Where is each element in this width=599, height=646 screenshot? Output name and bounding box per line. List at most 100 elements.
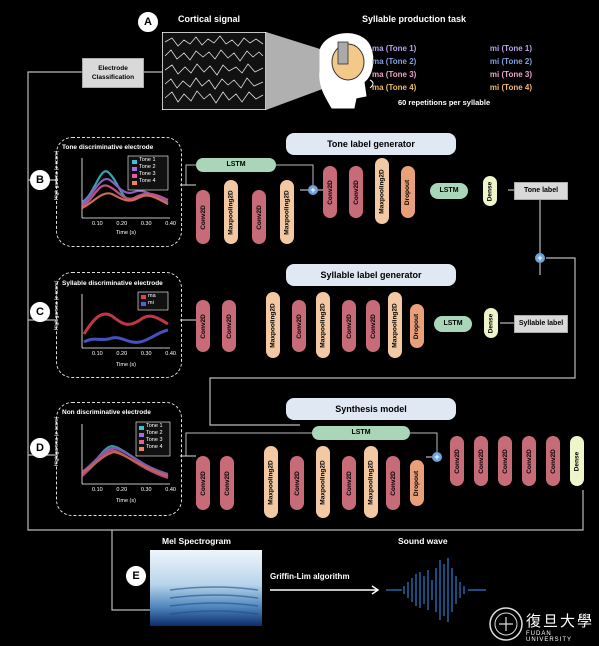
syl-conv-4: Conv2D (342, 300, 356, 352)
panel-c-label: C (30, 302, 50, 322)
legend-item: Tone 3 (139, 171, 156, 177)
university-logo-text: 復旦大學 (526, 612, 595, 630)
synth-dense: Dense (570, 436, 584, 486)
syl-conv-2: Conv2D (222, 300, 236, 352)
non-discriminative-box (56, 402, 182, 516)
tone-dropout: Dropout (401, 166, 415, 218)
labels-add-node: + (535, 253, 545, 263)
cortical-signal-image (162, 32, 266, 110)
synth-conv-9: Conv2D (522, 436, 536, 486)
syllable-left: ma (Tone 3) (372, 70, 417, 79)
griffin-lim-label: Griffin-Lim algorithm (270, 572, 350, 581)
syllable-right: mi (Tone 1) (489, 44, 532, 53)
syllable-right: mi (Tone 3) (489, 70, 532, 79)
non-disc-plot (81, 421, 171, 485)
tone-add-node: + (308, 185, 318, 195)
x-tick: 0.40 (165, 221, 176, 227)
electrode-classification-box: Electrode Classification (82, 58, 144, 88)
tone-pool-3: Maxpooling2D (375, 158, 389, 224)
syllable-left: ma (Tone 1) (372, 44, 417, 53)
sound-wave-image (386, 558, 486, 622)
synth-pool-3: Maxpooling2D (364, 446, 378, 518)
tone-conv-1: Conv2D (196, 190, 210, 244)
syllable-legend: ma mi (148, 293, 156, 307)
x-tick: 0.30 (140, 487, 152, 493)
synth-conv-10: Conv2D (546, 436, 560, 486)
mel-spectrogram-image (150, 550, 262, 626)
x-tick: 0.30 (140, 351, 152, 357)
legend-item: Tone 2 (146, 430, 163, 436)
synthesis-model-title: Synthesis model (286, 398, 456, 420)
syl-pool-3: Maxpooling2D (388, 292, 402, 358)
tone-legend: Tone 1 Tone 2 Tone 3 Tone 4 (139, 157, 156, 185)
tone-ylabel: High gamma (z-score) (54, 150, 60, 200)
syllable-xticks: 0.10 0.20 0.30 0.40 (92, 351, 176, 357)
synth-lstm-bypass: LSTM (312, 426, 410, 440)
tone-conv-3: Conv2D (323, 166, 337, 218)
synth-conv-6: Conv2D (450, 436, 464, 486)
synth-add-node: + (432, 452, 442, 462)
synth-conv-1: Conv2D (196, 456, 210, 510)
syllable-right: mi (Tone 2) (489, 57, 532, 66)
panel-e-label: E (126, 566, 146, 586)
syllable-xlabel: Time (s) (116, 362, 136, 368)
non-disc-legend: Tone 1 Tone 2 Tone 3 Tone 4 (146, 423, 163, 451)
tone-xlabel: Time (s) (116, 230, 136, 236)
tone-lstm: LSTM (430, 183, 468, 199)
legend-item: mi (148, 300, 154, 306)
tone-label-output: Tone label (514, 182, 568, 200)
syllable-generator-title: Syllable label generator (286, 264, 456, 286)
synth-conv-3: Conv2D (290, 456, 304, 510)
syl-lstm: LSTM (434, 316, 472, 332)
university-logo-sub: FUDAN UNIVERSITY (526, 631, 573, 643)
syl-conv-5: Conv2D (366, 300, 380, 352)
syl-dropout: Dropout (410, 304, 424, 348)
syllable-row: ma (Tone 3) mi (Tone 3) (372, 70, 532, 83)
syllable-row: ma (Tone 4) mi (Tone 4) (372, 83, 532, 96)
syl-dense: Dense (484, 308, 498, 338)
synth-conv-4: Conv2D (342, 456, 356, 510)
x-tick: 0.20 (116, 487, 128, 493)
syl-pool-1: Maxpooling2D (266, 292, 280, 358)
x-tick: 0.40 (165, 351, 176, 357)
panel-b-label: B (30, 170, 50, 190)
repetitions-text: 60 repetitions per syllable (398, 98, 491, 107)
legend-item: Tone 1 (146, 423, 163, 429)
cortical-signal-title: Cortical signal (178, 14, 241, 24)
tone-generator-title: Tone label generator (286, 133, 456, 155)
tone-electrode-box (56, 137, 182, 247)
synth-conv-2: Conv2D (220, 456, 234, 510)
non-disc-ylabel: High gamma (z-score) (54, 416, 60, 466)
syllable-row: ma (Tone 1) mi (Tone 1) (372, 44, 532, 57)
tone-pool-2: Maxpooling2D (280, 180, 294, 244)
tone-lstm-bypass: LSTM (196, 158, 276, 172)
x-tick: 0.30 (140, 221, 152, 227)
non-disc-xlabel: Time (s) (116, 498, 136, 504)
legend-item: Tone 4 (139, 178, 156, 184)
synth-conv-8: Conv2D (498, 436, 512, 486)
syl-conv-3: Conv2D (292, 300, 306, 352)
syllable-left: ma (Tone 4) (372, 83, 417, 92)
university-seal-icon (489, 607, 523, 641)
synth-conv-7: Conv2D (474, 436, 488, 486)
syllable-right: mi (Tone 4) (489, 83, 532, 92)
syllable-left: ma (Tone 2) (372, 57, 417, 66)
tone-conv-4: Conv2D (349, 166, 363, 218)
tone-dense: Dense (483, 176, 497, 206)
synth-conv-5: Conv2D (386, 456, 400, 510)
tone-plot-title: Tone discriminative electrode (62, 144, 154, 151)
x-tick: 0.20 (116, 221, 128, 227)
sound-wave-title: Sound wave (398, 536, 448, 546)
x-tick: 0.10 (92, 221, 103, 227)
syllable-label-output: Syllable label (514, 315, 568, 333)
legend-item: Tone 2 (139, 164, 156, 170)
spectrogram-title: Mel Spectrogram (162, 536, 231, 546)
syllable-plot-title: Syllable discriminative electrode (62, 280, 163, 287)
x-tick: 0.40 (165, 487, 176, 493)
tone-plot (81, 155, 170, 219)
syl-pool-2: Maxpooling2D (316, 292, 330, 358)
tone-conv-2: Conv2D (252, 190, 266, 244)
legend-item: Tone 4 (146, 444, 163, 450)
syllable-electrode-box (56, 272, 182, 378)
